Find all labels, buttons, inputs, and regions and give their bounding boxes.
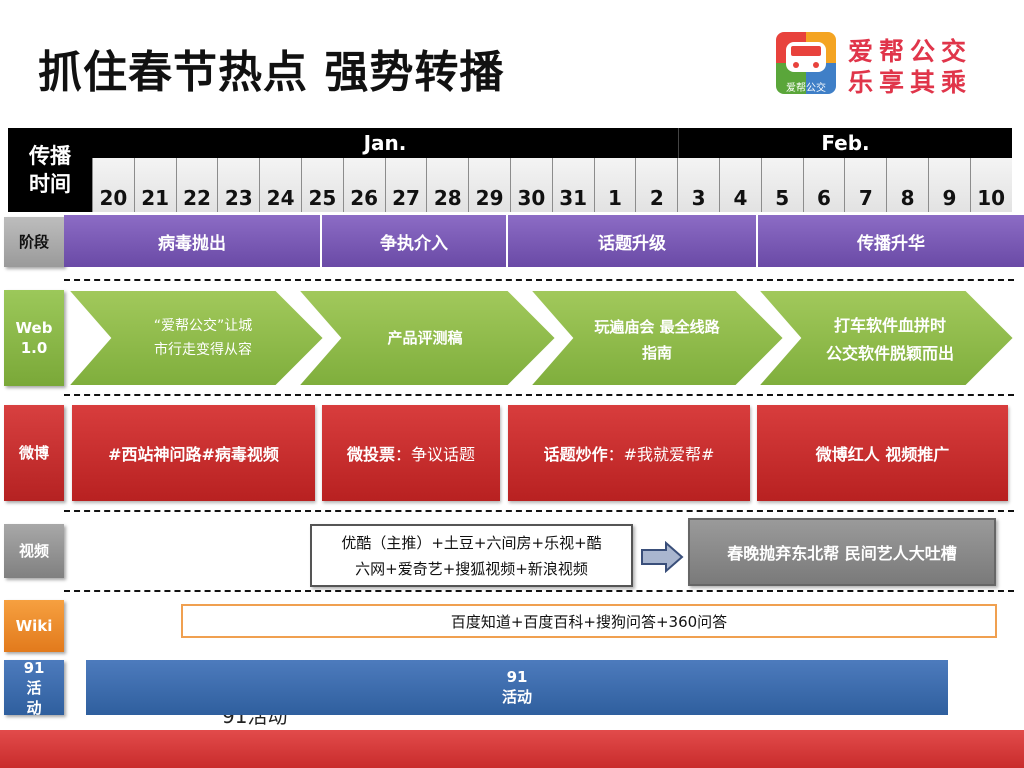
row-label-web: Web 1.0	[4, 290, 64, 386]
logo-slogan-1: 爱帮公交	[848, 37, 973, 66]
video-platforms-box: 优酷（主推）+土豆+六间房+乐视+酷 六网+爱奇艺+搜狐视频+新浪视频	[310, 524, 633, 587]
timeline-day: 23	[217, 158, 260, 212]
web-chevron-1	[68, 290, 326, 386]
weibo-item-4-bold: 微博红人 视频推广	[815, 445, 950, 464]
video-platforms-line1: 优酷（主推）+土豆+六间房+乐视+酷	[341, 534, 602, 552]
weibo-item-1-bold: #西站神问路#病毒视频	[108, 445, 279, 464]
weibo-item-3: 话题炒作：#我就爱帮#	[508, 405, 750, 501]
web-item-3-line1: 玩遍庙会 最全线路	[594, 318, 720, 336]
separator-line	[64, 510, 1014, 512]
separator-line	[64, 590, 1014, 592]
weibo-item-2: 微投票：争议话题	[322, 405, 500, 501]
web-item-3-line2: 指南	[641, 344, 672, 362]
video-platforms-line2: 六网+爱奇艺+搜狐视频+新浪视频	[355, 560, 588, 578]
web-item-4-line2: 公交软件脱颖而出	[825, 344, 954, 363]
web-chevron-4	[756, 290, 1016, 386]
timeline-day: 6	[802, 158, 845, 212]
timeline-day: 27	[384, 158, 427, 212]
timeline-day: 28	[426, 158, 469, 212]
web-chevron-row	[68, 290, 1016, 386]
stage-2: 争执介入	[322, 215, 508, 267]
month-feb: Feb.	[678, 128, 1012, 158]
timeline-day: 1	[593, 158, 636, 212]
timeline-day: 7	[844, 158, 887, 212]
timeline-day: 25	[301, 158, 343, 212]
row-label-activity: 91 活动	[4, 659, 64, 717]
video-highlight-box: 春晚抛弃东北帮 民间艺人大吐槽	[688, 518, 996, 586]
row-label-video: 视频	[4, 524, 64, 578]
weibo-item-3-normal: ：#我就爱帮#	[607, 445, 715, 464]
stage-1: 病毒抛出	[64, 215, 322, 267]
month-jan: Jan.	[92, 128, 678, 158]
separator-line	[64, 279, 1014, 281]
activity-line2: 活动	[501, 688, 532, 706]
timeline-day: 4	[719, 158, 761, 212]
timeline-day: 5	[760, 158, 803, 212]
row-label-stage: 阶段	[4, 217, 64, 267]
activity-line1: 91	[506, 668, 528, 686]
timeline-day: 31	[551, 158, 594, 212]
arrow-right-icon	[641, 541, 684, 573]
timeline-day: 30	[510, 158, 552, 212]
row-label-wiki: Wiki	[4, 600, 64, 652]
timeline-day: 29	[468, 158, 510, 212]
web-item-4-line1: 打车软件血拼时	[833, 316, 946, 335]
logo-slogan-2: 乐享其乘	[848, 68, 973, 97]
web-item-4: 打车软件血拼时 公交软件脱颖而出	[800, 312, 980, 368]
bus-logo-icon	[776, 32, 836, 94]
activity-box: 91 活动	[86, 660, 948, 715]
timeline-day: 9	[928, 158, 970, 212]
logo-badge-text: 爱帮公交	[786, 83, 826, 94]
web-item-1-line2: 市行走变得从容	[154, 342, 252, 358]
stage-4: 传播升华	[758, 215, 1024, 267]
weibo-item-2-normal: ：争议话题	[395, 445, 476, 464]
separator-line	[64, 394, 1014, 396]
timeline-day: 20	[92, 158, 134, 212]
web-item-3: 玩遍庙会 最全线路 指南	[572, 314, 742, 366]
web-item-2: 产品评测稿	[387, 329, 463, 347]
timeline-day: 3	[677, 158, 719, 212]
timeline-day: 21	[133, 158, 176, 212]
web-chevron-2	[296, 290, 558, 386]
timeline-day: 22	[175, 158, 218, 212]
timeline-day: 8	[886, 158, 928, 212]
timeline-day: 10	[969, 158, 1012, 212]
web-chevron-3	[528, 290, 786, 386]
stage-3: 话题升级	[508, 215, 758, 267]
timeline-day: 2	[635, 158, 678, 212]
web-item-1: “爱帮公交”让城 市行走变得从容	[118, 314, 288, 362]
timeline-day: 26	[342, 158, 385, 212]
wiki-box: 百度知道+百度百科+搜狗问答+360问答	[181, 604, 997, 638]
bottom-bar	[0, 730, 1024, 768]
row-label-weibo: 微博	[4, 405, 64, 501]
page-title: 抓住春节热点 强势转播	[38, 47, 505, 98]
timeline-day: 24	[259, 158, 301, 212]
weibo-item-2-bold: 微投票	[346, 445, 395, 464]
weibo-item-3-bold: 话题炒作	[543, 445, 608, 464]
logo: 爱帮公交	[776, 32, 836, 94]
timeline-label: 传播时间	[8, 128, 92, 212]
web-item-1-line1: “爱帮公交”让城	[153, 318, 253, 334]
weibo-item-1: #西站神问路#病毒视频	[72, 405, 315, 501]
weibo-item-4: 微博红人 视频推广	[757, 405, 1008, 501]
